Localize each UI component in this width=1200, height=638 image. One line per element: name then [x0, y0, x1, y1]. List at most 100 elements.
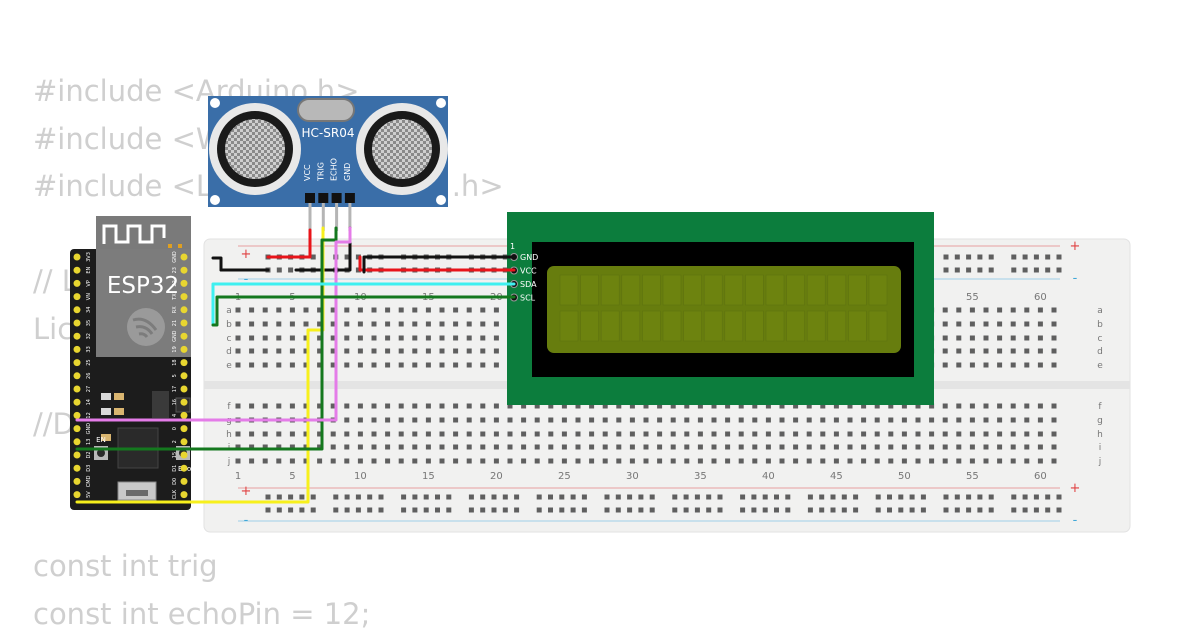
breadboard-hole[interactable] [399, 404, 404, 409]
rail-hole[interactable] [1045, 255, 1050, 260]
breadboard-hole[interactable] [317, 459, 322, 464]
rail-hole[interactable] [944, 495, 949, 500]
sensor-pin-header[interactable] [318, 193, 328, 203]
breadboard-hole[interactable] [508, 445, 513, 450]
breadboard-hole[interactable] [440, 459, 445, 464]
rail-hole[interactable] [955, 508, 960, 513]
rail-hole[interactable] [898, 508, 903, 513]
breadboard-hole[interactable] [657, 432, 662, 437]
rail-hole[interactable] [503, 495, 508, 500]
breadboard-hole[interactable] [440, 445, 445, 450]
rail-hole[interactable] [1011, 508, 1016, 513]
rail-hole[interactable] [751, 508, 756, 513]
breadboard-hole[interactable] [644, 459, 649, 464]
breadboard-hole[interactable] [453, 336, 458, 341]
breadboard-hole[interactable] [562, 432, 567, 437]
rail-hole[interactable] [469, 495, 474, 500]
rail-hole[interactable] [774, 508, 779, 513]
breadboard-hole[interactable] [1011, 363, 1016, 368]
rail-hole[interactable] [446, 508, 451, 513]
esp32-pin[interactable] [74, 438, 81, 445]
breadboard-hole[interactable] [412, 308, 417, 313]
breadboard-hole[interactable] [739, 432, 744, 437]
breadboard-hole[interactable] [793, 432, 798, 437]
rail-hole[interactable] [288, 268, 293, 273]
esp32-pin[interactable] [181, 425, 188, 432]
breadboard-hole[interactable] [480, 308, 485, 313]
rail-hole[interactable] [492, 508, 497, 513]
rail-hole[interactable] [706, 495, 711, 500]
breadboard-hole[interactable] [263, 349, 268, 354]
breadboard-hole[interactable] [616, 459, 621, 464]
breadboard-hole[interactable] [929, 418, 934, 423]
breadboard-hole[interactable] [820, 459, 825, 464]
breadboard-hole[interactable] [1024, 308, 1029, 313]
rail-hole[interactable] [401, 495, 406, 500]
rail-hole[interactable] [379, 495, 384, 500]
breadboard-hole[interactable] [508, 459, 513, 464]
rail-hole[interactable] [763, 508, 768, 513]
breadboard-hole[interactable] [453, 445, 458, 450]
breadboard-hole[interactable] [739, 418, 744, 423]
breadboard-hole[interactable] [548, 432, 553, 437]
breadboard-hole[interactable] [956, 349, 961, 354]
breadboard-hole[interactable] [725, 432, 730, 437]
breadboard-hole[interactable] [1052, 308, 1057, 313]
rail-hole[interactable] [831, 495, 836, 500]
rail-hole[interactable] [740, 495, 745, 500]
rail-hole[interactable] [955, 268, 960, 273]
breadboard-hole[interactable] [793, 459, 798, 464]
breadboard-hole[interactable] [276, 432, 281, 437]
breadboard-hole[interactable] [616, 418, 621, 423]
rail-hole[interactable] [1034, 268, 1039, 273]
breadboard-hole[interactable] [358, 445, 363, 450]
breadboard-hole[interactable] [616, 445, 621, 450]
breadboard-hole[interactable] [1052, 404, 1057, 409]
rail-hole[interactable] [706, 508, 711, 513]
rail-hole[interactable] [638, 508, 643, 513]
breadboard-hole[interactable] [929, 432, 934, 437]
breadboard-hole[interactable] [276, 349, 281, 354]
rail-hole[interactable] [277, 508, 282, 513]
breadboard-hole[interactable] [943, 445, 948, 450]
breadboard-hole[interactable] [467, 363, 472, 368]
breadboard-hole[interactable] [780, 445, 785, 450]
rail-hole[interactable] [808, 508, 813, 513]
breadboard-hole[interactable] [399, 336, 404, 341]
breadboard-hole[interactable] [453, 322, 458, 327]
breadboard-hole[interactable] [426, 459, 431, 464]
breadboard-hole[interactable] [412, 432, 417, 437]
esp32-pin[interactable] [74, 425, 81, 432]
rail-hole[interactable] [480, 495, 485, 500]
breadboard-hole[interactable] [399, 432, 404, 437]
breadboard-hole[interactable] [426, 336, 431, 341]
breadboard-hole[interactable] [385, 336, 390, 341]
breadboard-hole[interactable] [997, 336, 1002, 341]
breadboard-hole[interactable] [970, 432, 975, 437]
rail-hole[interactable] [650, 508, 655, 513]
breadboard-hole[interactable] [440, 336, 445, 341]
breadboard-hole[interactable] [290, 349, 295, 354]
breadboard-hole[interactable] [521, 445, 526, 450]
breadboard-hole[interactable] [562, 445, 567, 450]
breadboard-hole[interactable] [861, 459, 866, 464]
breadboard-hole[interactable] [535, 445, 540, 450]
breadboard-hole[interactable] [372, 459, 377, 464]
breadboard-hole[interactable] [766, 459, 771, 464]
breadboard-hole[interactable] [276, 308, 281, 313]
breadboard-hole[interactable] [970, 418, 975, 423]
breadboard-hole[interactable] [535, 432, 540, 437]
breadboard-hole[interactable] [956, 418, 961, 423]
esp32-pin[interactable] [181, 386, 188, 393]
breadboard-hole[interactable] [739, 445, 744, 450]
breadboard-hole[interactable] [331, 432, 336, 437]
breadboard-hole[interactable] [1038, 432, 1043, 437]
breadboard-hole[interactable] [236, 432, 241, 437]
breadboard-hole[interactable] [358, 322, 363, 327]
breadboard-hole[interactable] [480, 336, 485, 341]
breadboard-hole[interactable] [712, 445, 717, 450]
breadboard-hole[interactable] [467, 459, 472, 464]
breadboard-hole[interactable] [684, 459, 689, 464]
breadboard-hole[interactable] [875, 432, 880, 437]
rail-hole[interactable] [921, 495, 926, 500]
